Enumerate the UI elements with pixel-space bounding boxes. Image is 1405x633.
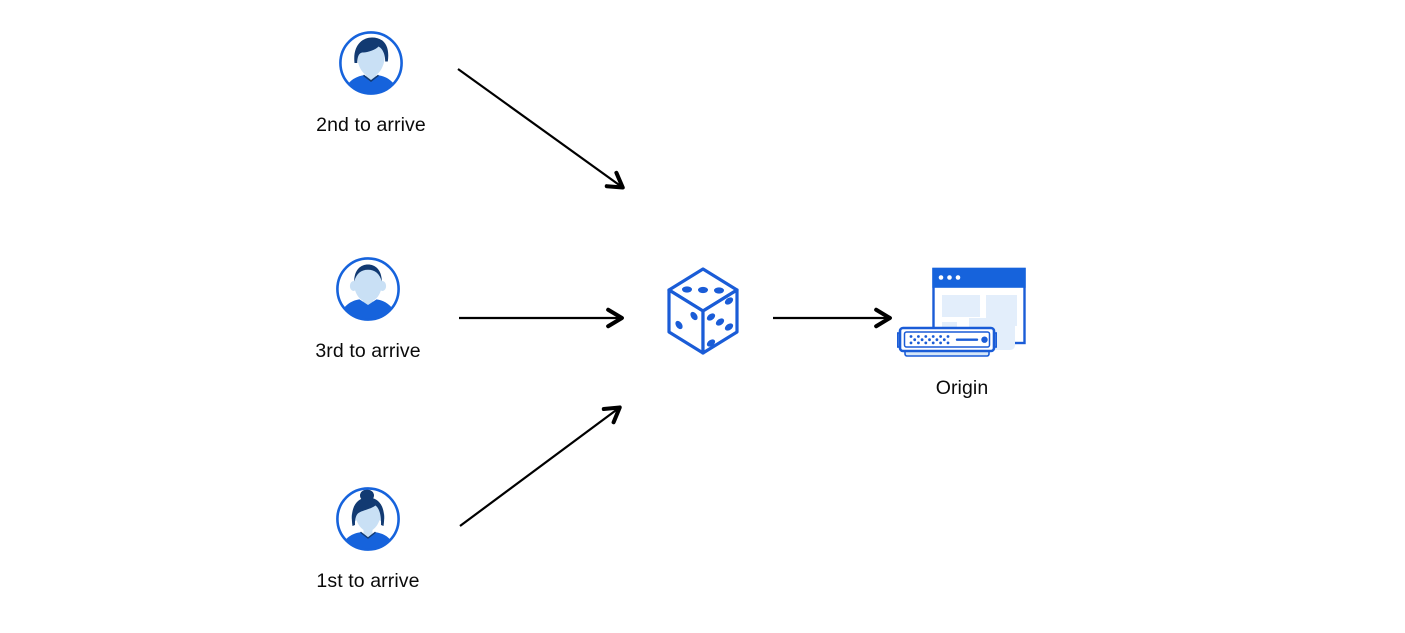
arrow-user-top-to-dice bbox=[457, 68, 625, 190]
server-icon bbox=[897, 326, 997, 357]
label-user-2nd: 2nd to arrive bbox=[316, 114, 426, 136]
node-randomizer bbox=[663, 266, 743, 356]
node-user-1st: 1st to arrive bbox=[278, 486, 458, 593]
dice-icon bbox=[667, 267, 739, 355]
woman-avatar-icon bbox=[336, 487, 400, 551]
arrow-user-bottom-to-dice bbox=[459, 405, 622, 527]
man-avatar-icon bbox=[339, 31, 403, 95]
label-user-3rd: 3rd to arrive bbox=[315, 340, 421, 362]
label-user-1st: 1st to arrive bbox=[316, 570, 420, 592]
label-origin: Origin bbox=[935, 377, 989, 399]
origin-server-icon bbox=[897, 267, 1026, 357]
server-led-dots bbox=[909, 335, 950, 345]
node-user-3rd: 3rd to arrive bbox=[278, 256, 458, 363]
man-short-hair-avatar-icon bbox=[336, 257, 400, 321]
node-origin: Origin bbox=[872, 262, 1052, 400]
node-user-2nd: 2nd to arrive bbox=[281, 30, 461, 137]
